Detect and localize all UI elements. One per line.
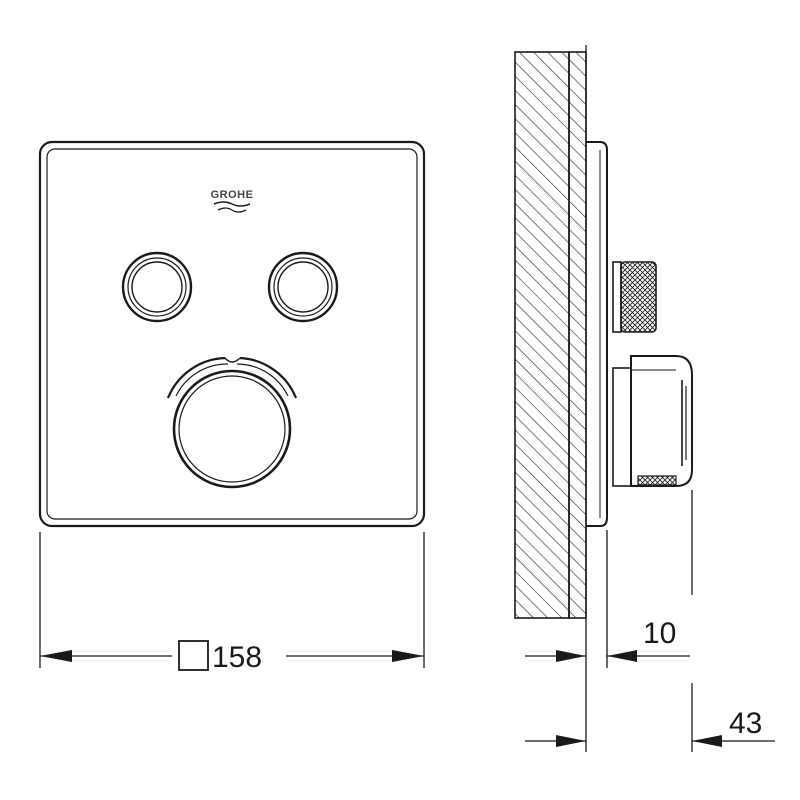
left-push-button xyxy=(121,251,193,323)
side-view: 10 43 xyxy=(514,45,775,752)
width-dimension: 158 xyxy=(39,532,425,674)
knurled-knob xyxy=(612,261,657,333)
depth-10-value: 10 xyxy=(643,617,676,650)
front-view: GROHE xyxy=(38,140,426,674)
front-plate-outer xyxy=(38,140,426,528)
tile-layer xyxy=(568,51,587,619)
depth-10-dimension: 10 xyxy=(525,617,690,662)
depth-43-dimension: 43 xyxy=(525,707,775,747)
logo-text: GROHE xyxy=(211,189,254,201)
right-push-button xyxy=(267,251,339,323)
front-plate-inner xyxy=(46,148,418,520)
grohe-logo-icon: GROHE xyxy=(211,189,254,213)
square-symbol-icon xyxy=(178,640,209,671)
thermostat-knob-side xyxy=(612,355,693,487)
thermostat-knob xyxy=(166,356,298,489)
wall-section xyxy=(514,51,570,619)
width-value: 158 xyxy=(212,641,262,674)
depth-43-value: 43 xyxy=(729,707,762,740)
plate-side-profile xyxy=(586,141,608,527)
